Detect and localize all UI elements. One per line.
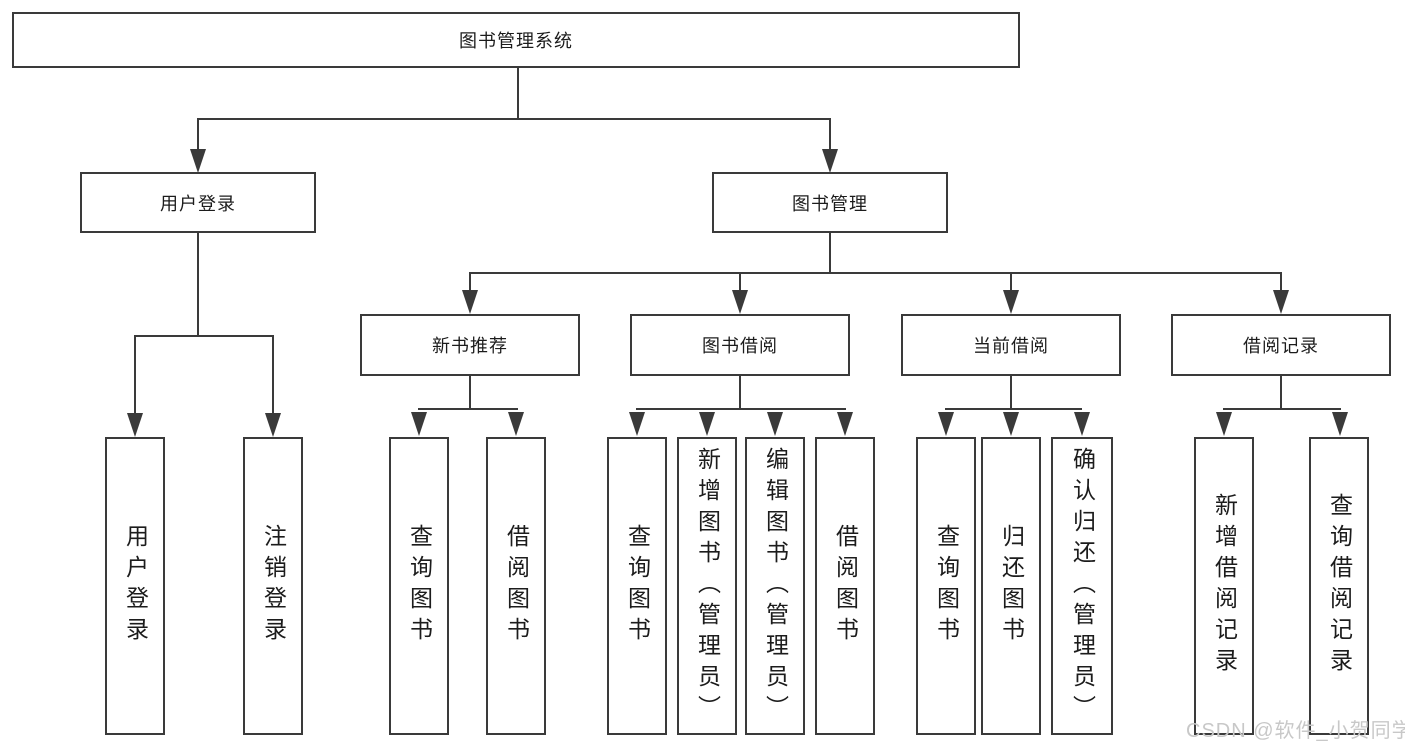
connector-line [517, 68, 519, 118]
connector-line [739, 272, 741, 294]
connector-line [1010, 376, 1012, 408]
leaf-add-book-admin: 新增图书（管理员） [677, 437, 737, 735]
leaf-confirm-return-admin: 确认归还（管理员） [1051, 437, 1113, 735]
leaf-label: 查询图书 [406, 524, 433, 648]
connector-line [829, 233, 831, 274]
leaf-label: 确认归还（管理员） [1069, 446, 1096, 726]
leaf-add-borrow-record: 新增借阅记录 [1194, 437, 1254, 735]
leaf-label: 查询图书 [933, 524, 960, 648]
arrow-down-icon [938, 412, 954, 436]
leaf-label: 归还图书 [998, 524, 1025, 648]
leaf-label: 借阅图书 [503, 524, 530, 648]
arrow-down-icon [837, 412, 853, 436]
arrow-down-icon [629, 412, 645, 436]
connector-line [1280, 376, 1282, 408]
connector-line [197, 233, 199, 335]
leaf-query-borrow-record: 查询借阅记录 [1309, 437, 1369, 735]
connector-line [636, 408, 846, 410]
leaf-label: 查询借阅记录 [1326, 493, 1353, 679]
leaf-query-books: 查询图书 [389, 437, 449, 735]
leaf-return-book: 归还图书 [981, 437, 1041, 735]
arrow-down-icon [127, 413, 143, 437]
leaf-label: 注销登录 [260, 524, 287, 648]
watermark: CSDN @软件_小贺同学 [1186, 720, 1405, 742]
leaf-borrow-books: 借阅图书 [815, 437, 875, 735]
connector-line [945, 408, 1082, 410]
connector-line [1010, 272, 1012, 294]
connector-line [1223, 408, 1341, 410]
connector-line [1280, 272, 1282, 294]
arrow-down-icon [462, 290, 478, 314]
connector-line [197, 118, 199, 156]
arrow-down-icon [508, 412, 524, 436]
leaf-logout: 注销登录 [243, 437, 303, 735]
leaf-label: 查询图书 [624, 524, 651, 648]
arrow-down-icon [1003, 290, 1019, 314]
connector-line [197, 118, 831, 120]
arrow-down-icon [1074, 412, 1090, 436]
connector-line [469, 272, 471, 294]
arrow-down-icon [411, 412, 427, 436]
leaf-label: 用户登录 [122, 524, 149, 648]
connector-line [469, 376, 471, 408]
arrow-down-icon [767, 412, 783, 436]
node-library-management-system: 图书管理系统 [12, 12, 1020, 68]
connector-line [134, 335, 274, 337]
arrow-down-icon [190, 149, 206, 173]
arrow-down-icon [1332, 412, 1348, 436]
leaf-label: 新增借阅记录 [1211, 493, 1238, 679]
leaf-query-books: 查询图书 [607, 437, 667, 735]
leaf-borrow-books: 借阅图书 [486, 437, 546, 735]
node-current-borrowing: 当前借阅 [901, 314, 1121, 376]
arrow-down-icon [732, 290, 748, 314]
node-new-book-recommendation: 新书推荐 [360, 314, 580, 376]
arrow-down-icon [699, 412, 715, 436]
arrow-down-icon [1216, 412, 1232, 436]
node-book-borrowing: 图书借阅 [630, 314, 850, 376]
node-user-login: 用户登录 [80, 172, 316, 233]
leaf-user-login: 用户登录 [105, 437, 165, 735]
node-borrowing-records: 借阅记录 [1171, 314, 1391, 376]
arrow-down-icon [1273, 290, 1289, 314]
leaf-query-books: 查询图书 [916, 437, 976, 735]
connector-line [134, 335, 136, 417]
connector-line [829, 118, 831, 156]
leaf-edit-book-admin: 编辑图书（管理员） [745, 437, 805, 735]
connector-line [739, 376, 741, 408]
leaf-label: 编辑图书（管理员） [762, 446, 789, 726]
arrow-down-icon [1003, 412, 1019, 436]
leaf-label: 借阅图书 [832, 524, 859, 648]
connector-line [272, 335, 274, 417]
connector-line [418, 408, 518, 410]
connector-line [469, 272, 1282, 274]
leaf-label: 新增图书（管理员） [694, 446, 721, 726]
node-book-management: 图书管理 [712, 172, 948, 233]
arrow-down-icon [265, 413, 281, 437]
arrow-down-icon [822, 149, 838, 173]
